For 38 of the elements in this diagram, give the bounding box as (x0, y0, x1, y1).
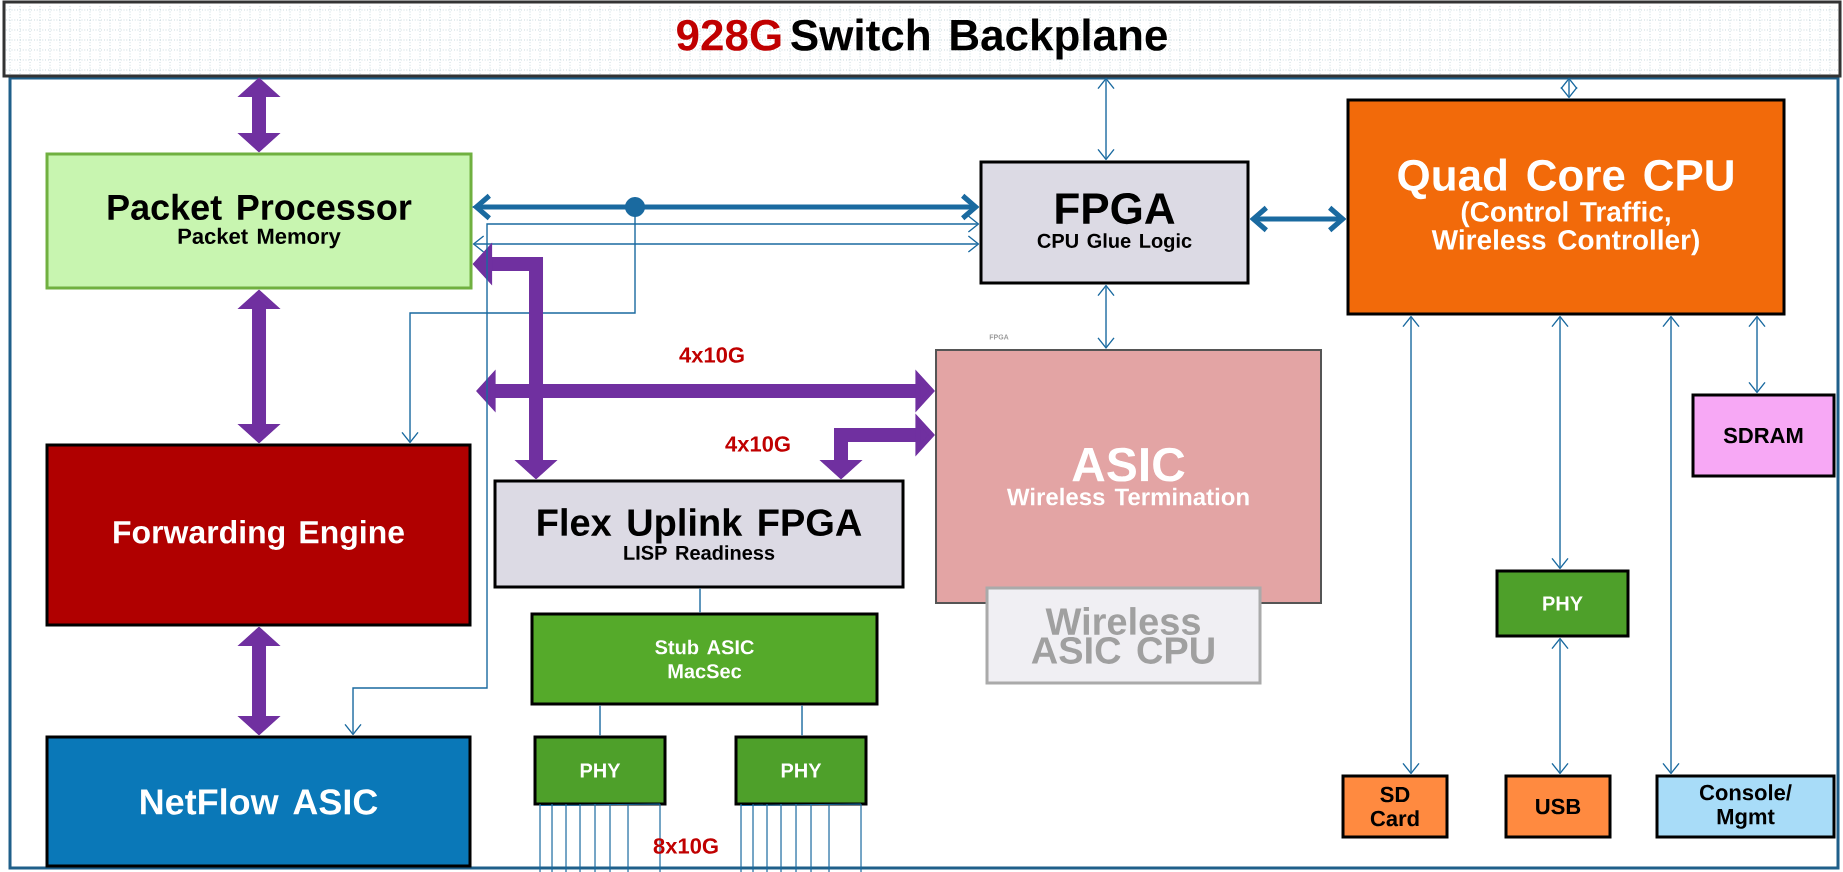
phy-box: PHY (734, 735, 868, 806)
chip-box: Forwarding Engine (45, 443, 472, 627)
chip-box: Wireless ASIC CPU (985, 586, 1262, 685)
chip-box: Stub ASIC MacSec (530, 612, 879, 706)
arrow (1662, 315, 1680, 775)
phy-box: PHY (1495, 569, 1630, 638)
memory-box: SDRAM (1691, 393, 1836, 478)
chip-box: NetFlow ASIC (45, 735, 472, 868)
arrow (1748, 315, 1766, 394)
port-box: USB (1504, 774, 1612, 839)
edge-label: 4x10G (679, 347, 744, 363)
arrow (344, 215, 980, 736)
link-bundle (740, 803, 862, 872)
arrow (476, 369, 935, 413)
chip-box: Flex Uplink FPGA LISP Readiness (493, 479, 905, 589)
connector-line (699, 587, 701, 614)
chip-box: Quad Core CPU (Control Traffic, Wireless Controller) (1346, 98, 1786, 316)
arrow (1402, 315, 1420, 775)
edge-label: 4x10G (725, 436, 790, 452)
port-box: Console/ Mgmt (1655, 774, 1836, 839)
chip-box: Packet Processor Packet Memory (45, 152, 473, 290)
text-label: 8x10G (653, 838, 718, 854)
phy-box: PHY (533, 735, 667, 806)
arrow (472, 193, 980, 221)
arrow (1097, 77, 1115, 161)
chip-box: FPGA CPU Glue Logic (979, 160, 1250, 285)
arrow (1097, 284, 1115, 349)
connector-line (599, 704, 601, 737)
link-bundle (539, 803, 661, 872)
port-box: SD Card (1341, 774, 1449, 839)
arrow (472, 235, 980, 253)
arrow (1551, 637, 1569, 775)
backplane-band: 928G Switch Backplane (2, 0, 1842, 78)
chip-box: ASIC Wireless Termination (935, 349, 1322, 604)
arrow (1560, 77, 1578, 99)
connector-line (801, 704, 803, 737)
arrow (1249, 205, 1347, 233)
arrow (1551, 315, 1569, 570)
